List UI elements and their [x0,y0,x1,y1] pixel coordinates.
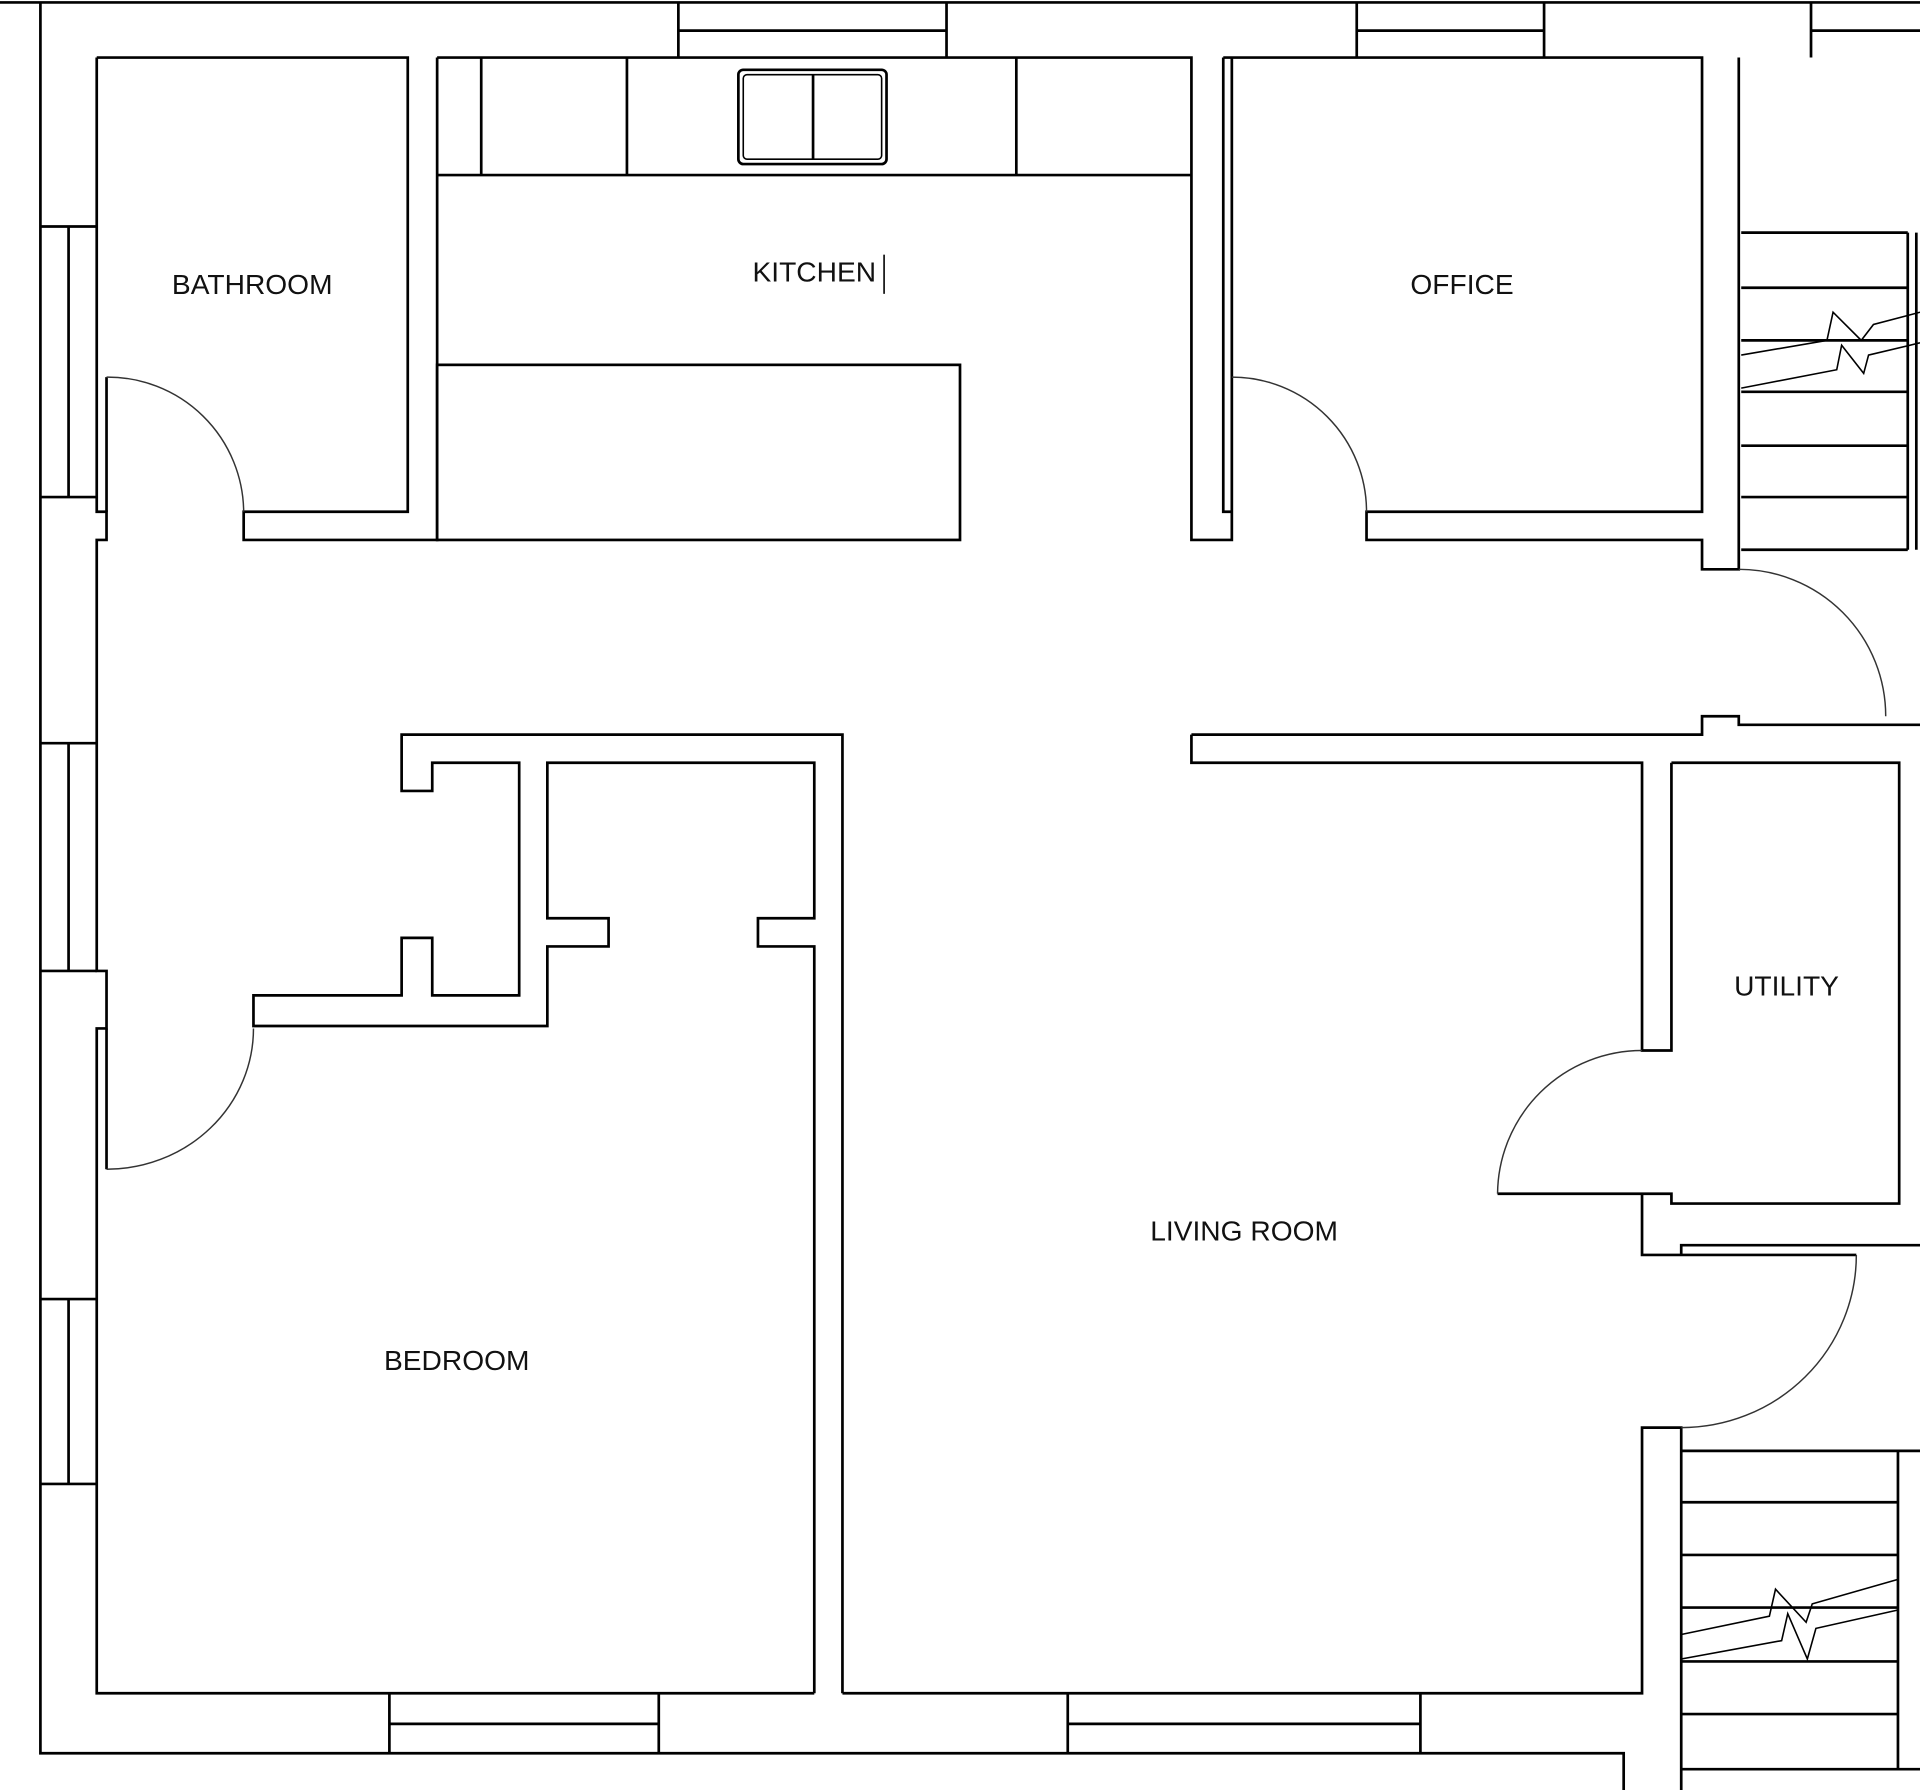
bathroom-door-swing [106,376,245,512]
office [1221,56,1741,571]
room-label-bedroom: BEDROOM [384,1345,529,1376]
living-room-walls [1190,714,1920,1052]
hall-door-swing [1738,568,1887,717]
utility [1496,761,1920,1429]
office-door-swing [1231,376,1368,512]
stairs-upper [1741,231,1920,552]
bedroom-door-swing [106,1028,255,1170]
room-label-bathroom: BATHROOM [172,269,333,300]
kitchen-island [435,363,962,542]
room-label-utility: UTILITY [1734,970,1839,1001]
room-label-office: OFFICE [1410,269,1513,300]
windows [40,2,1920,1754]
exit-door-swing [1681,1254,1858,1429]
kitchen [435,56,1234,542]
utility-door-swing [1496,1049,1643,1194]
room-label-kitchen: KITCHEN [752,257,876,288]
bedroom-walls [105,733,844,1694]
stairs-lower [1681,1449,1920,1771]
room-label-living-room: LIVING ROOM [1150,1215,1338,1246]
